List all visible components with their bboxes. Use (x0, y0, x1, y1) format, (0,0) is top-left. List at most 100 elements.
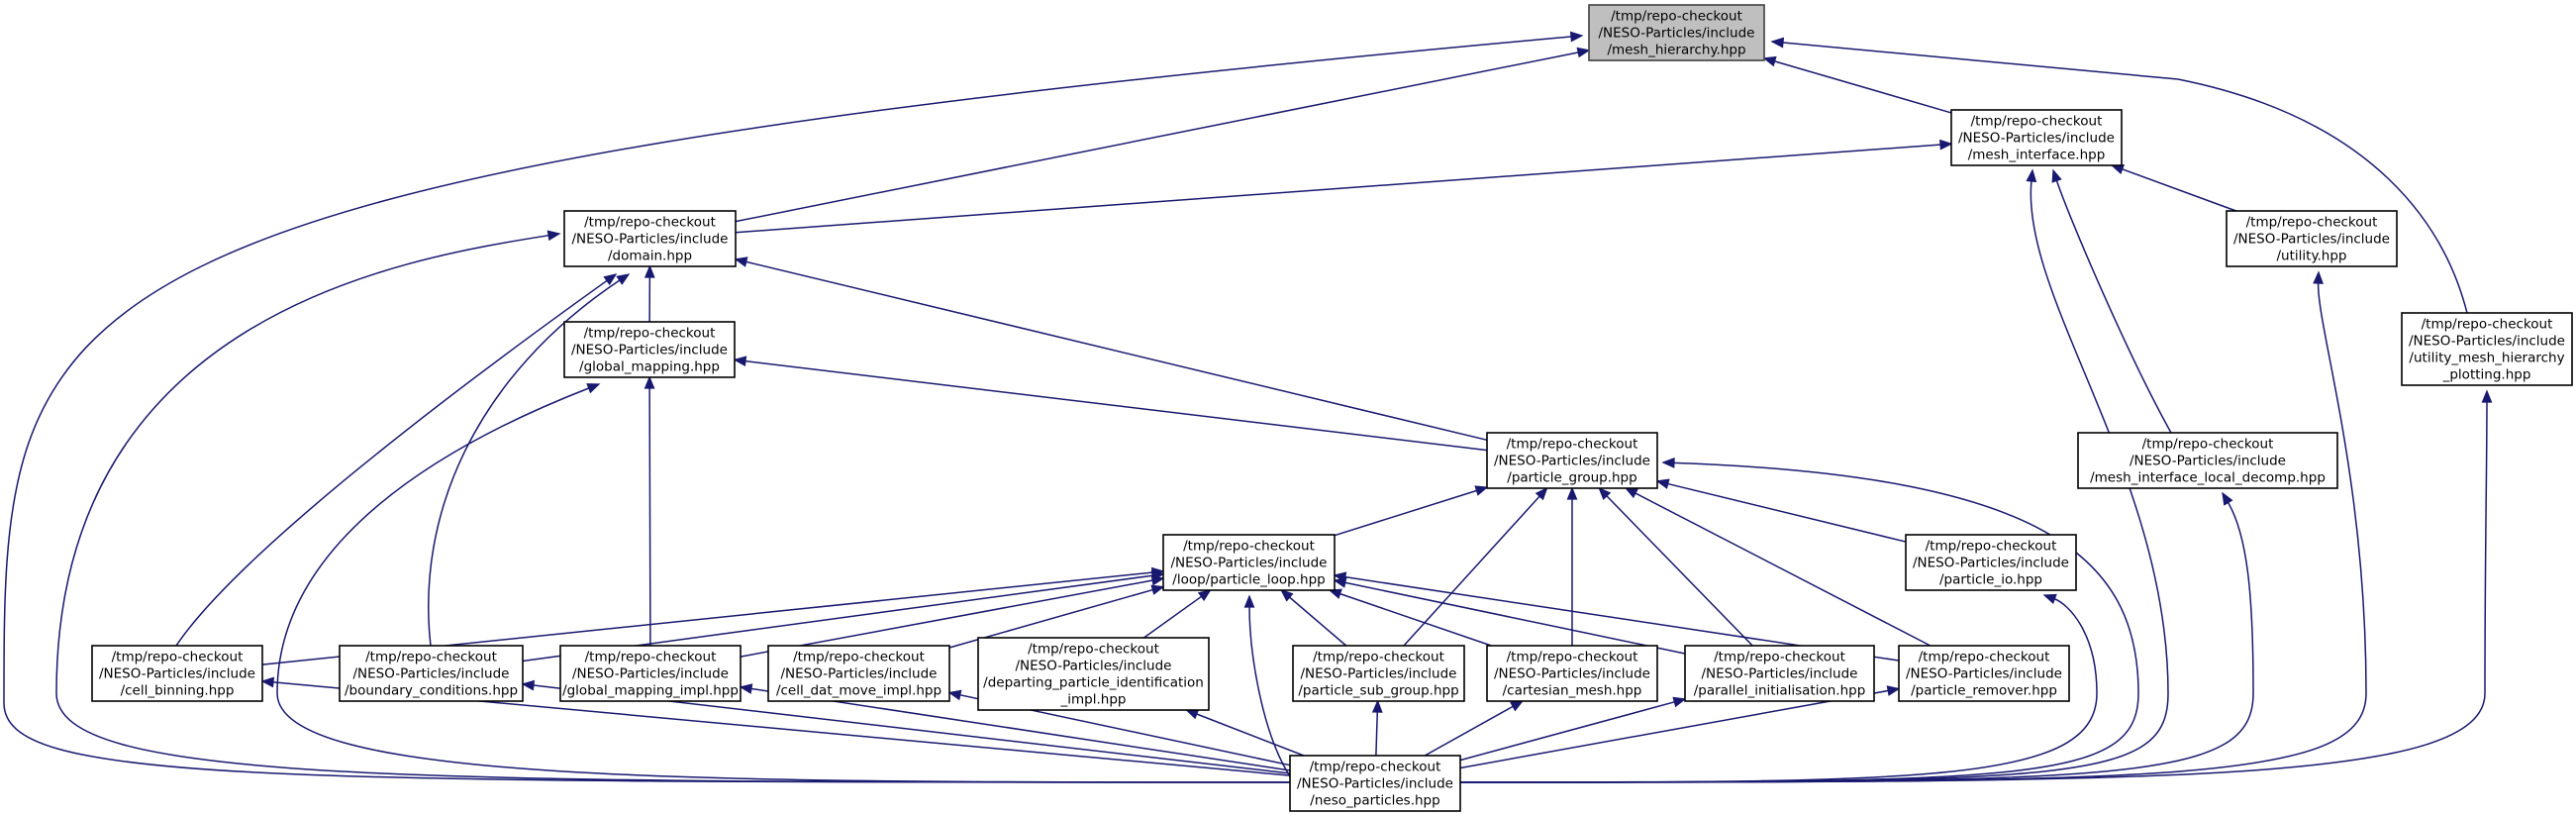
node-label-line: /NESO-Particles/include (353, 666, 510, 682)
edge-line (1773, 59, 1952, 114)
file-node-departing-particle-identification-impl[interactable]: /tmp/repo-checkout/NESO-Particles/includ… (977, 637, 1210, 711)
edge-line (735, 144, 1942, 234)
edge-line (1143, 595, 1203, 639)
node-label-line: /NESO-Particles/include (1494, 666, 1650, 682)
file-node-particle-remover[interactable]: /tmp/repo-checkout/NESO-Particles/includ… (1898, 645, 2070, 702)
arrowhead (1886, 685, 1901, 696)
node-label-line: /loop/particle_loop.hpp (1172, 572, 1325, 588)
node-box (2401, 312, 2573, 386)
edge-parallel_initialisation-to-particle_group (1598, 486, 1753, 647)
arrowhead (644, 264, 655, 278)
node-box (2226, 210, 2398, 267)
file-node-particle-group[interactable]: /tmp/repo-checkout/NESO-Particles/includ… (1486, 432, 1658, 489)
arrowhead (1655, 478, 1670, 489)
arrowhead (1576, 47, 1591, 58)
node-label-line: /neso_particles.hpp (1310, 793, 1439, 809)
file-node-parallel-initialisation[interactable]: /tmp/repo-checkout/NESO-Particles/includ… (1684, 645, 1875, 702)
file-node-domain[interactable]: /tmp/repo-checkout/NESO-Particles/includ… (563, 210, 737, 267)
arrowhead (1566, 486, 1578, 500)
edge-neso_particles-to-utility (1459, 270, 2367, 783)
file-node-cell-dat-move-impl[interactable]: /tmp/repo-checkout/NESO-Particles/includ… (767, 645, 950, 702)
edge-cartesian_mesh-to-particle_loop (1328, 588, 1492, 647)
file-node-global-mapping-impl[interactable]: /tmp/repo-checkout/NESO-Particles/includ… (559, 645, 742, 702)
node-label-line: /NESO-Particles/include (1906, 666, 2062, 682)
arrowhead (1624, 487, 1638, 499)
node-label-line: /particle_remover.hpp (1911, 683, 2057, 699)
node-label-line: /particle_io.hpp (1939, 572, 2042, 588)
arrowhead (603, 273, 618, 286)
file-node-utility[interactable]: /tmp/repo-checkout/NESO-Particles/includ… (2226, 210, 2398, 267)
arrowhead (1510, 700, 1525, 712)
file-node-particle-sub-group[interactable]: /tmp/repo-checkout/NESO-Particles/includ… (1292, 645, 1465, 702)
node-label-line: /tmp/repo-checkout (365, 650, 497, 665)
file-node-utility-mesh-hierarchy-plotting[interactable]: /tmp/repo-checkout/NESO-Particles/includ… (2401, 312, 2573, 386)
edge-neso_particles-to-departing_particle_identification_impl (1185, 709, 1305, 757)
edge-neso_particles-to-particle_sub_group (1371, 699, 1383, 757)
node-label-line: _plotting.hpp (2442, 367, 2531, 383)
node-box (339, 645, 524, 702)
edge-line (1634, 491, 1932, 647)
arrowhead (1371, 699, 1383, 713)
node-label-line: /tmp/repo-checkout (1313, 650, 1444, 665)
node-label-line: /NESO-Particles/include (1171, 556, 1328, 571)
edge-neso_particles-to-particle_group (1459, 458, 2139, 783)
arrowhead (733, 356, 747, 367)
edge-line (1459, 689, 1890, 769)
edge-particle_group-to-domain (734, 256, 1488, 442)
file-node-particle-io[interactable]: /tmp/repo-checkout/NESO-Particles/includ… (1905, 534, 2077, 591)
node-label-line: /tmp/repo-checkout (1926, 539, 2057, 555)
edge-neso_particles-to-mesh_hierarchy (3, 31, 1584, 783)
arrowhead (1333, 571, 1347, 583)
file-node-global-mapping[interactable]: /tmp/repo-checkout/NESO-Particles/includ… (563, 321, 736, 378)
file-node-boundary-conditions[interactable]: /tmp/repo-checkout/NESO-Particles/includ… (339, 645, 524, 702)
file-node-neso-particles[interactable]: /tmp/repo-checkout/NESO-Particles/includ… (1289, 755, 1461, 812)
arrowhead (739, 683, 753, 694)
node-label-line: /particle_sub_group.hpp (1298, 683, 1458, 699)
file-node-cell-binning[interactable]: /tmp/repo-checkout/NESO-Particles/includ… (91, 645, 263, 702)
edge-line (1781, 42, 2468, 314)
file-node-cartesian-mesh[interactable]: /tmp/repo-checkout/NESO-Particles/includ… (1486, 645, 1658, 702)
arrowhead (521, 679, 536, 691)
arrowhead (546, 230, 561, 242)
file-node-mesh-interface-local-decomp[interactable]: /tmp/repo-checkout/NESO-Particles/includ… (2077, 432, 2338, 489)
node-label-line: /tmp/repo-checkout (1971, 114, 2103, 130)
edge-neso_particles-to-particle_loop (1243, 594, 1291, 777)
edge-line (1195, 712, 1305, 757)
node-box (1486, 645, 1658, 702)
edge-line (1375, 710, 1379, 757)
node-label-line: /tmp/repo-checkout (1714, 650, 1845, 665)
arrowhead (1474, 485, 1489, 496)
edge-line (1459, 501, 2254, 783)
edge-neso_particles-to-utility_mesh_hierarchy_plotting (1459, 389, 2493, 783)
node-box (1292, 645, 1465, 702)
edge-global_mapping_impl-to-particle_loop (740, 574, 1165, 658)
node-label-line: /NESO-Particles/include (2130, 454, 2286, 469)
file-node-mesh-interface[interactable]: /tmp/repo-checkout/NESO-Particles/includ… (1950, 109, 2123, 166)
node-label-line: /NESO-Particles/include (99, 666, 255, 682)
edge-mesh_interface_local_decomp-to-mesh_interface (2051, 168, 2172, 434)
node-label-line: /NESO-Particles/include (1913, 556, 2069, 571)
arrowhead (947, 689, 962, 701)
node-box (1905, 534, 2077, 591)
arrowhead (2110, 163, 2126, 175)
node-box (1289, 755, 1461, 812)
edge-line (1666, 482, 1907, 543)
file-node-particle-loop[interactable]: /tmp/repo-checkout/NESO-Particles/includ… (1162, 534, 1336, 591)
arrowhead (1569, 31, 1584, 43)
edge-neso_particles-to-mesh_interface_local_decomp (1459, 491, 2254, 783)
arrowhead (2051, 168, 2062, 183)
node-label-line: /tmp/repo-checkout (584, 326, 716, 342)
node-label-line: /NESO-Particles/include (2233, 232, 2390, 248)
edge-line (1605, 494, 1753, 647)
node-box (1486, 432, 1658, 489)
edge-line (1248, 605, 1291, 777)
node-box (767, 645, 950, 702)
edge-line (749, 687, 1291, 771)
edge-domain-to-mesh_interface (735, 139, 1953, 234)
arrowhead (1197, 589, 1212, 602)
arrowhead (1762, 55, 1777, 67)
node-label-line: /tmp/repo-checkout (112, 650, 244, 665)
file-node-mesh-hierarchy[interactable]: /tmp/repo-checkout/NESO-Particles/includ… (1588, 4, 1765, 61)
node-box (2077, 432, 2338, 489)
edge-utility-to-mesh_interface (2110, 163, 2236, 212)
